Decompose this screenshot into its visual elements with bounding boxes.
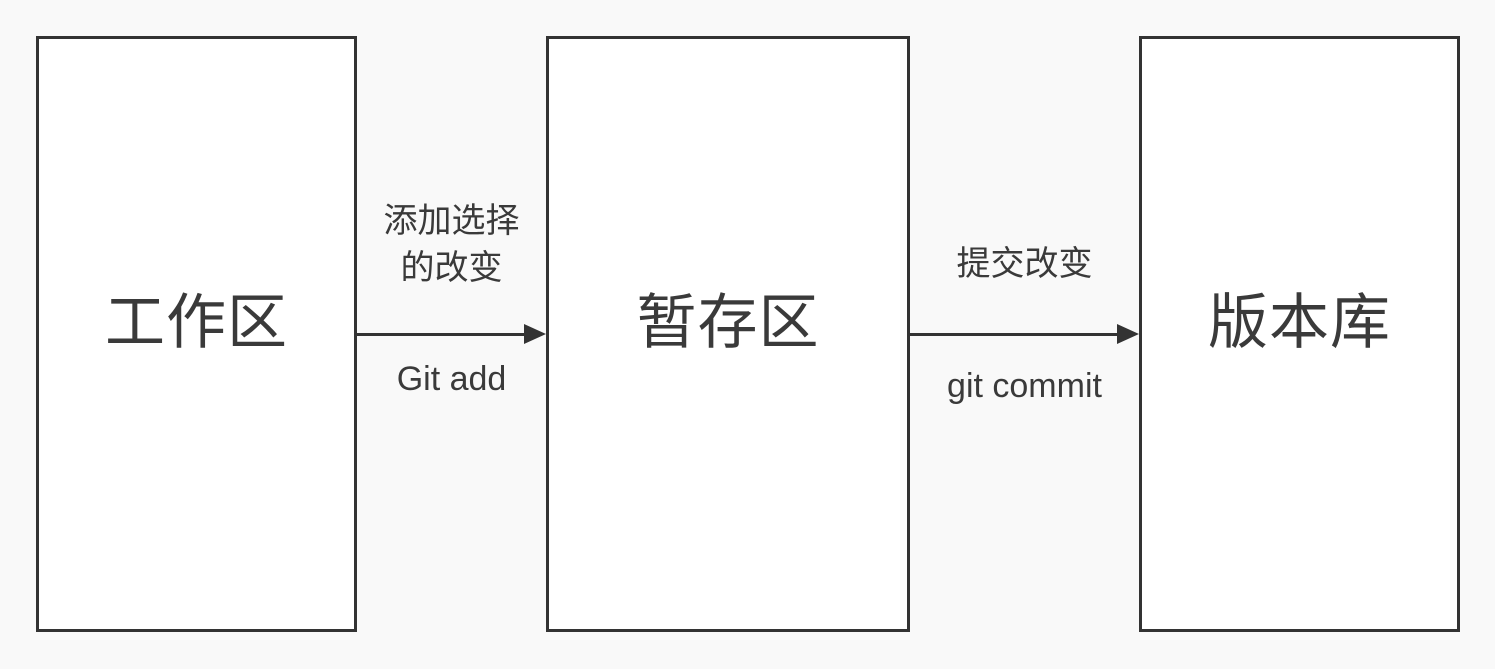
arrow-add-label-top-line2: 的改变 — [400, 249, 503, 287]
box-repository: 版本库 — [1139, 36, 1460, 632]
arrow-add-line — [357, 333, 526, 336]
arrow-add-head-icon — [524, 324, 546, 344]
box-working-area: 工作区 — [36, 36, 357, 632]
box-staging-area-label: 暂存区 — [636, 288, 820, 356]
arrow-commit-label-bottom: git commit — [947, 367, 1102, 405]
arrow-add-label-bottom: Git add — [396, 360, 507, 398]
arrow-commit-line — [910, 333, 1117, 336]
arrow-add-label-top: 添加选择 的改变 — [357, 198, 546, 292]
arrow-commit-label-top: 提交改变 — [956, 245, 1093, 283]
arrow-commit-head-icon — [1117, 324, 1139, 344]
box-working-area-label: 工作区 — [105, 288, 288, 356]
box-repository-label: 版本库 — [1208, 288, 1391, 356]
arrow-add-label-top-line1: 添加选择 — [383, 202, 520, 240]
box-staging-area: 暂存区 — [546, 36, 910, 632]
